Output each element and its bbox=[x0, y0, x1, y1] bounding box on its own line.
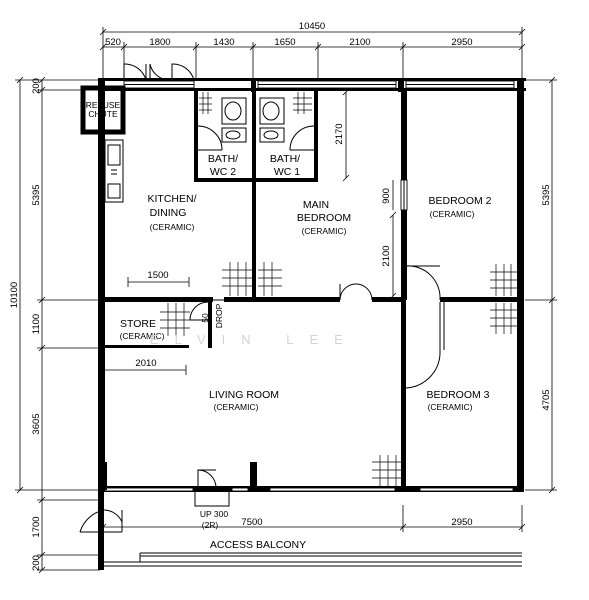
dim-bed2-window: 900 bbox=[381, 188, 392, 204]
refuse-chute: REFUSE CHUTE bbox=[80, 85, 126, 135]
watermark: ELVIN LEE bbox=[150, 332, 359, 347]
kitchen-counter bbox=[104, 139, 124, 203]
dim-left-4: 3605 bbox=[31, 413, 42, 434]
dim-left-5: 1700 bbox=[31, 516, 42, 537]
top-dimensions: 10450 520 1800 1430 1650 2100 2950 bbox=[99, 21, 526, 80]
dim-overall-width: 10450 bbox=[299, 21, 325, 32]
service-door-top bbox=[123, 63, 195, 81]
bedroom2-window bbox=[400, 179, 408, 211]
dim-left-6: 200 bbox=[31, 555, 42, 571]
dim-left-3: 1100 bbox=[31, 314, 42, 334]
dim-bath-height: 2170 bbox=[334, 123, 345, 144]
bottom-dimensions: 7500 2950 bbox=[99, 505, 526, 532]
entrance-label-1: UP 300 bbox=[200, 509, 228, 519]
dim-top-3: 1430 bbox=[213, 37, 234, 48]
bedroom3-label-1: BEDROOM 3 bbox=[426, 389, 489, 401]
interior-doors bbox=[189, 265, 445, 507]
bedroom2-label-2: (CERAMIC) bbox=[430, 209, 475, 219]
drop-label-2: DROP bbox=[214, 303, 224, 328]
store-label-2: (CERAMIC) bbox=[120, 331, 165, 341]
bottom-windows bbox=[104, 487, 514, 492]
dim-left-2: 5395 bbox=[31, 184, 42, 205]
dim-top-6: 2950 bbox=[451, 37, 472, 48]
kitchen-label-1: KITCHEN/ bbox=[147, 193, 196, 205]
bedroom3-label-2: (CERAMIC) bbox=[428, 402, 473, 412]
dim-top-1: 520 bbox=[105, 37, 121, 48]
right-dimensions: 5395 4705 bbox=[525, 76, 557, 494]
dim-left-1: 200 bbox=[31, 78, 42, 94]
dim-left-overall: 10100 bbox=[9, 282, 20, 308]
access-balcony bbox=[79, 492, 522, 570]
dim-living-width: 2010 bbox=[135, 358, 156, 369]
entrance-label-2: (2R) bbox=[202, 520, 219, 530]
living-label-2: (CERAMIC) bbox=[214, 402, 259, 412]
living-label-1: LIVING ROOM bbox=[209, 389, 279, 401]
exterior-walls bbox=[98, 78, 526, 492]
access-balcony-label: ACCESS BALCONY bbox=[210, 539, 306, 551]
store-label-1: STORE bbox=[120, 318, 156, 330]
dim-right-1: 5395 bbox=[541, 184, 552, 205]
main-bedroom-label-2: BEDROOM bbox=[297, 212, 351, 224]
floor-tiles bbox=[160, 262, 517, 486]
kitchen-label-3: (CERAMIC) bbox=[150, 222, 195, 232]
dim-right-2: 4705 bbox=[541, 389, 552, 410]
top-windows bbox=[123, 80, 515, 89]
bath1-label-1: BATH/ bbox=[270, 153, 300, 165]
dim-top-5: 2100 bbox=[349, 37, 370, 48]
bath2-label-1: BATH/ bbox=[208, 153, 238, 165]
dim-top-4: 1650 bbox=[274, 37, 295, 48]
refuse-chute-label-1: REFUSE bbox=[86, 100, 121, 110]
main-bedroom-label-1: MAIN bbox=[303, 199, 329, 211]
dim-bottom-1: 7500 bbox=[241, 517, 262, 528]
bath2-label-2: WC 2 bbox=[210, 166, 236, 178]
refuse-chute-label-2: CHUTE bbox=[88, 109, 118, 119]
main-bedroom-label-3: (CERAMIC) bbox=[302, 226, 347, 236]
dim-store-width: 1500 bbox=[147, 270, 168, 281]
interior-dimensions: 2170 900 2100 1500 2010 bbox=[105, 88, 397, 375]
left-dimensions: 10100 200 5395 1100 3605 1700 200 bbox=[9, 76, 100, 574]
interior-walls bbox=[98, 88, 520, 490]
kitchen-label-2: DINING bbox=[150, 207, 187, 219]
dim-bottom-2: 2950 bbox=[451, 517, 472, 528]
bath1-label-2: WC 1 bbox=[274, 166, 300, 178]
dim-bed-door: 2100 bbox=[381, 245, 392, 266]
bath-fixtures bbox=[197, 92, 315, 151]
drop-label-1: 50 bbox=[200, 313, 210, 323]
dim-top-2: 1800 bbox=[149, 37, 170, 48]
bedroom2-label-1: BEDROOM 2 bbox=[428, 195, 491, 207]
